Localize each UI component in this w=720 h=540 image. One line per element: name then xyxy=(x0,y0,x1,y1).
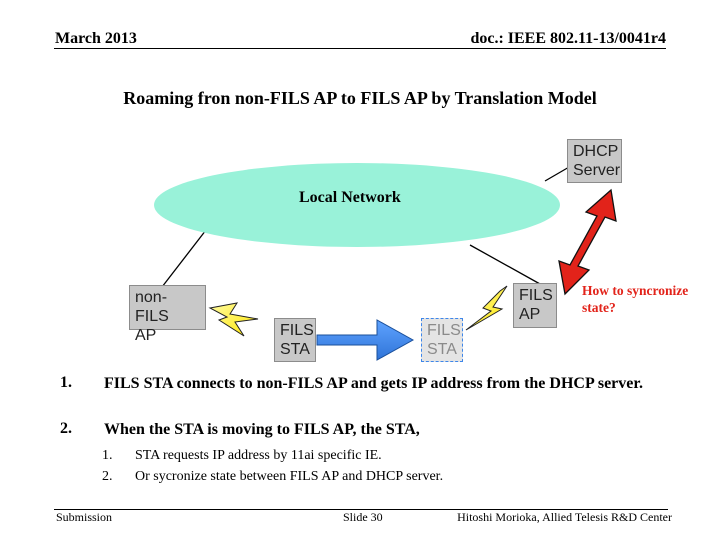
header-doc-id: doc.: IEEE 802.11-13/0041r4 xyxy=(470,30,666,47)
footer-rule xyxy=(54,509,668,510)
roaming-arrow xyxy=(316,319,415,361)
header-date: March 2013 xyxy=(55,30,137,47)
wireless-lightning-icon xyxy=(208,302,259,337)
header-rule xyxy=(54,48,666,49)
dhcp-server-box: DHCP Server xyxy=(567,139,622,183)
footer-author: Hitoshi Morioka, Allied Telesis R&D Cent… xyxy=(457,510,672,524)
non-fils-ap-box: non-FILS AP xyxy=(129,285,206,344)
list-item-number: 2. xyxy=(60,420,72,437)
fils-sta-source-box: FILS STA xyxy=(274,318,316,362)
wireless-lightning-icon xyxy=(465,285,508,331)
fils-ap-box: FILS AP xyxy=(513,283,557,328)
slide-title: Roaming fron non-FILS AP to FILS AP by T… xyxy=(123,88,597,108)
sublist-item-number: 2. xyxy=(102,469,113,484)
sublist-item-text: STA requests IP address by 11ai specific… xyxy=(135,448,382,463)
link-fils-ap-to-network xyxy=(469,244,541,285)
link-nonfils-ap-to-network xyxy=(161,229,207,288)
local-network-label: Local Network xyxy=(299,189,401,206)
sublist-item-text: Or sycronize state between FILS AP and D… xyxy=(135,469,444,484)
list-item-text: When the STA is moving to FILS AP, the S… xyxy=(104,421,420,438)
footer-slide-number: Slide 30 xyxy=(343,510,383,524)
fils-sta-target-box: FILS STA xyxy=(421,318,463,362)
footer-submission: Submission xyxy=(56,510,113,524)
list-item-text: FILS STA connects to non-FILS AP and get… xyxy=(104,375,644,392)
sync-double-arrow xyxy=(558,188,617,296)
list-item-number: 1. xyxy=(60,374,72,391)
local-network-cloud xyxy=(154,163,560,247)
sublist-item-number: 1. xyxy=(102,448,113,463)
sync-question-text: How to syncronize state? xyxy=(582,283,689,315)
